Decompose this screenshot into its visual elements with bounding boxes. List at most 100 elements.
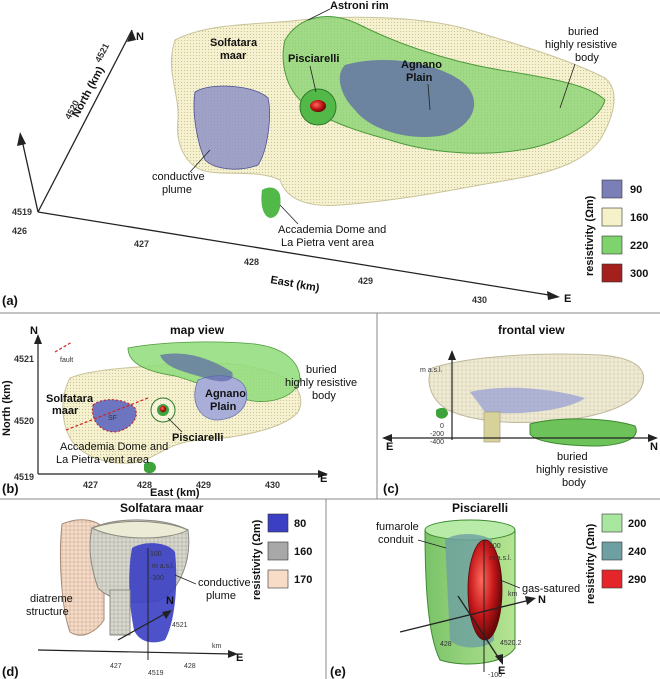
b-north-arrow (34, 334, 42, 344)
b-x-tick-428: 428 (137, 480, 152, 490)
d-legend-swatch-170 (267, 569, 289, 589)
d-plume-2: plume (206, 590, 236, 602)
e-legend-swatch-240 (601, 541, 623, 561)
a-label-plume-2: plume (162, 184, 192, 196)
d-depth-300: -300 (150, 575, 164, 582)
d-grey-top (90, 521, 190, 539)
e-n-axis (399, 599, 531, 633)
b-x-axis-label: East (km) (150, 487, 200, 499)
d-leader-plume (174, 574, 197, 585)
a-leader-accademia (279, 204, 299, 225)
d-diatreme-2: structure (26, 606, 69, 618)
b-label-buried-3: body (312, 390, 336, 402)
d-title: Solfatara maar (120, 501, 204, 515)
a-label-solfatara-1: Solfatara (210, 37, 258, 49)
a-legend: 90 160 220 300 resistivity (Ωm) (584, 179, 648, 283)
d-stem (109, 589, 131, 636)
a-x-tick-427: 427 (134, 239, 149, 249)
a-label-buried-3: body (575, 52, 599, 64)
e-km: km (508, 591, 518, 598)
a-x-axis (37, 211, 556, 297)
b-x-tick-430: 430 (265, 480, 280, 490)
d-diatreme-1: diatreme (30, 593, 73, 605)
a-leader-buried (559, 63, 576, 109)
c-e-arrow (382, 434, 392, 442)
d-e-tick-428: 428 (184, 663, 196, 670)
e-e-tick: 428 (440, 641, 452, 648)
d-e-label: E (236, 652, 243, 664)
a-legend-value-300: 300 (630, 268, 648, 280)
c-small-green (436, 407, 448, 419)
a-label-astroni: Astroni rim (330, 0, 389, 12)
d-e-arrow (228, 650, 238, 658)
a-legend-value-220: 220 (630, 240, 648, 252)
e-fumarole-1: fumarole (376, 521, 419, 533)
a-x-tick-428: 428 (244, 257, 259, 267)
d-legend-value-170: 170 (294, 574, 312, 586)
a-legend-swatch-220 (601, 235, 623, 255)
c-buried-1: buried (557, 451, 588, 463)
b-conductor-strip (160, 353, 233, 382)
b-label-solfatara-1: Solfatara (46, 393, 94, 405)
d-n-arrow (162, 610, 172, 619)
d-legend-value-160: 160 (294, 546, 312, 558)
a-leader-agnano (427, 83, 431, 111)
d-n-tick: 4521 (172, 622, 188, 629)
b-title: map view (170, 323, 225, 337)
a-label-buried-2: highly resistive (545, 39, 617, 51)
c-depth-0: 0 (440, 423, 444, 430)
b-north-label: N (30, 325, 38, 337)
c-n-label: N (650, 441, 658, 453)
panel-e-letter: (e) (330, 664, 346, 679)
b-label-agnano-2: Plain (210, 401, 237, 413)
panel-b: map view N E 4521 4520 4519 North (km) 4… (1, 323, 357, 499)
a-legend-swatch-160 (601, 207, 623, 227)
b-label-accademia-1: Accademia Dome and (60, 441, 168, 453)
a-label-agnano-2: Plain (406, 72, 433, 84)
b-solfatara-conductor (91, 399, 137, 433)
a-label-plume-1: conductive (152, 171, 205, 183)
e-n-tick: 4520.2 (500, 640, 522, 647)
a-z-axis (21, 139, 39, 213)
panel-b-letter: (b) (2, 481, 19, 496)
c-buried-2: highly resistive (536, 464, 608, 476)
a-y-tick-4519: 4519 (12, 207, 32, 217)
c-up-arrow (448, 350, 456, 360)
a-north-label: N (136, 31, 144, 43)
a-x-axis-label: East (km) (269, 274, 320, 294)
panel-d: Solfatara maar N E km 100 m a.s.l. -300 … (2, 501, 312, 679)
a-leader-pisciarelli (309, 65, 317, 93)
e-title: Pisciarelli (452, 501, 508, 515)
a-legend-swatch-90 (601, 179, 623, 199)
e-fumarole-2: conduit (378, 534, 413, 546)
b-fault-line (54, 341, 73, 353)
agnano-conductor (339, 60, 475, 138)
panel-c-letter: (c) (383, 481, 399, 496)
panel-a-letter: (a) (2, 293, 18, 308)
c-resistive-160 (428, 353, 645, 423)
a-label-pisciarelli: Pisciarelli (288, 53, 339, 65)
a-label-buried-1: buried (568, 26, 599, 38)
a-label-accademia-1: Accademia Dome and (278, 224, 386, 236)
d-depth-100: 100 (150, 551, 162, 558)
b-east-label: E (320, 473, 327, 485)
d-legend-value-80: 80 (294, 518, 306, 530)
b-label-pisciarelli: Pisciarelli (172, 432, 223, 444)
d-n-label: N (166, 595, 174, 607)
e-bottom-tick: -100 (488, 672, 502, 679)
a-label-solfatara-2: maar (220, 50, 247, 62)
d-legend-swatch-80 (267, 513, 289, 533)
b-label-buried-2: highly resistive (285, 377, 357, 389)
c-buried-3: body (562, 477, 586, 489)
c-buried-body (529, 418, 637, 447)
e-depth-masl: m a.s.l. (489, 555, 512, 562)
d-km: km (212, 643, 222, 650)
c-masl: m a.s.l. (420, 367, 443, 374)
c-stem (483, 411, 501, 443)
panel-e: Pisciarelli N E km 200 m a.s.l. 428 4520… (330, 501, 646, 679)
e-e-label: E (498, 665, 505, 677)
e-depth-200: 200 (489, 543, 501, 550)
e-legend-value-240: 240 (628, 546, 646, 558)
e-n-label: N (538, 594, 546, 606)
